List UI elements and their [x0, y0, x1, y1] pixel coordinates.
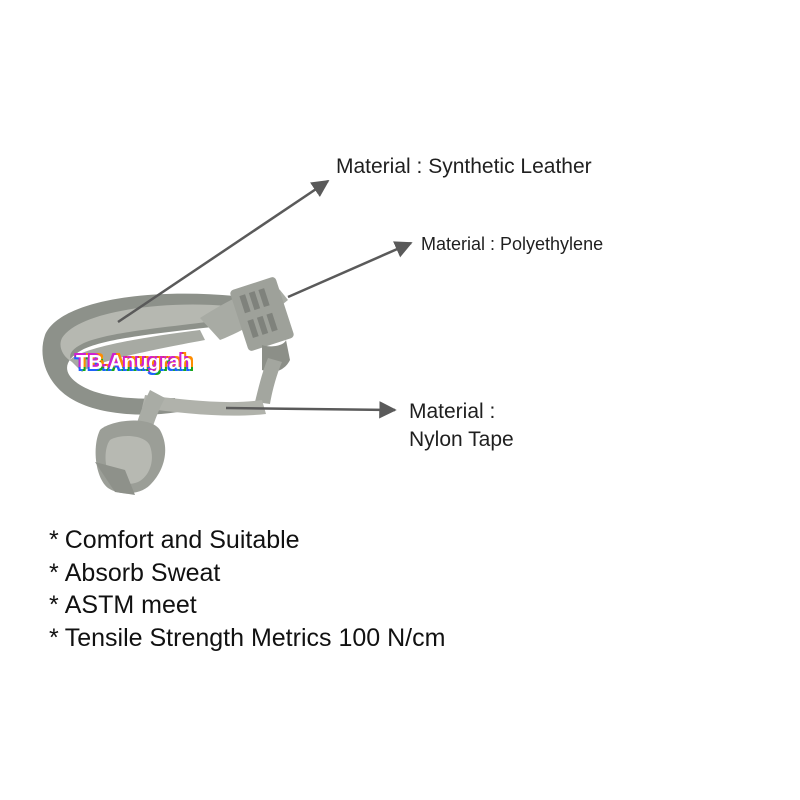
- nylon-tape-straps: [95, 358, 282, 495]
- feature-text: Absorb Sweat: [64, 558, 221, 587]
- bullet-star: *: [49, 623, 59, 652]
- callout-nylon-tape: Material : Nylon Tape: [409, 398, 514, 454]
- arrow-leather: [117, 179, 330, 324]
- bullet-star: *: [49, 558, 59, 587]
- feature-item: *ASTM meet: [49, 589, 445, 622]
- feature-item: *Comfort and Suitable: [49, 524, 445, 557]
- feature-list: *Comfort and Suitable *Absorb Sweat *AST…: [49, 524, 445, 654]
- bullet-star: *: [49, 591, 59, 619]
- feature-text: Tensile Strength Metrics 100 N/cm: [64, 623, 446, 652]
- ratchet-adjuster: [200, 277, 294, 372]
- callout-nylon-line1: Material :: [409, 400, 496, 423]
- arrow-nylon: [225, 401, 397, 419]
- callout-nylon-line2: Nylon Tape: [409, 428, 514, 451]
- brand-watermark: TB.Anugrah: [76, 352, 193, 374]
- headband: [42, 293, 256, 415]
- bullet-star: *: [49, 526, 59, 554]
- arrow-polyethylene: [287, 241, 413, 299]
- feature-text: Comfort and Suitable: [64, 526, 300, 554]
- feature-text: ASTM meet: [64, 591, 197, 619]
- feature-item: *Absorb Sweat: [49, 557, 445, 590]
- feature-item: *Tensile Strength Metrics 100 N/cm: [49, 622, 445, 655]
- callout-synthetic-leather: Material : Synthetic Leather: [336, 155, 592, 178]
- callout-polyethylene: Material : Polyethylene: [421, 234, 604, 254]
